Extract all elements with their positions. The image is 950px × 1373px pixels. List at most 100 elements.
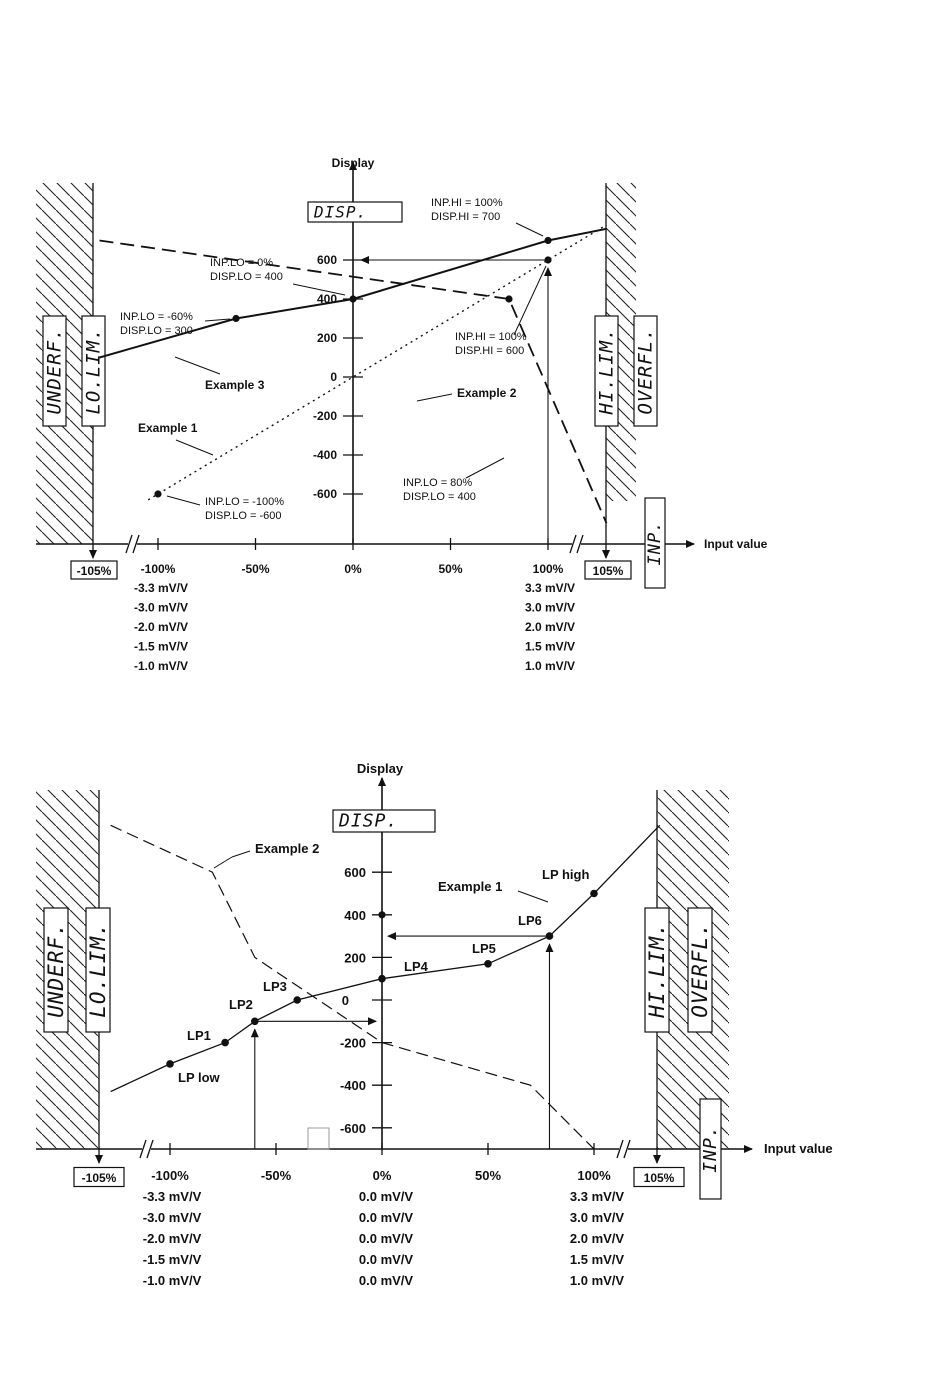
lcd-hilim: HI.LIM. [645,922,669,1019]
series-1-leader [517,890,549,903]
y-axis-title: Display [332,156,375,170]
lp-label-7: LP high [542,867,589,882]
series-3-leader [174,356,221,375]
annotation: INP.LO = 0% [210,257,273,269]
data-point [544,236,552,245]
x-limit-left-label-box [73,1166,125,1188]
y-tick-label: 0 [342,993,349,1008]
lcd-disp: DISP. [313,203,367,222]
lp-label-4: LP4 [404,959,429,974]
annotation: INP.HI = 100% [431,197,503,209]
x-tick-label: 50% [438,562,462,576]
annotation-leader [292,283,346,296]
x-axis-title: Input value [764,1141,833,1156]
y-tick-label: -200 [313,409,337,423]
x-axis-title: Input value [704,537,768,551]
sensor-row-left: -3.0 mV/V [143,1210,202,1225]
lcd-underf: UNDERF. [44,327,66,414]
sensor-row-right: 3.3 mV/V [525,581,575,595]
lcd-hilim: HI.LIM. [596,327,618,415]
series-2-leader-b [213,856,233,869]
x-limit-left-label-box [70,560,118,580]
sensor-row-right: 1.5 mV/V [570,1252,625,1267]
x-limit-right-label-box [633,1166,685,1188]
axis-break-right-b [623,1139,631,1159]
series-2-leader [416,393,453,402]
annotation: INP.HI = 100% [455,331,527,343]
annotation: DISP.HI = 700 [431,211,500,223]
series-2-name: Example 2 [457,386,517,400]
series-1-name: Example 1 [438,879,502,894]
axis-break-left-a [125,534,133,554]
y-tick-label: -600 [313,487,337,501]
x-limit-left-label: -105% [77,564,112,578]
annotation-leader [515,222,544,237]
lp-point [378,974,386,983]
series-2-line [110,824,595,1150]
series-1-name: Example 1 [138,421,198,435]
y-tick-label: 0 [330,370,337,384]
y-tick-label: -600 [340,1121,366,1136]
sensor-row-right: 1.0 mV/V [570,1273,625,1288]
data-point [232,314,240,323]
lcd-inp-box [644,497,666,589]
y-tick-label: 200 [344,950,366,965]
sensor-row-right: 1.0 mV/V [525,659,575,673]
lcd-inp-box [699,1098,722,1200]
axis-break-left-gap [142,1139,151,1159]
lcd-lolim: LO.LIM. [83,327,105,414]
sensor-row-mid: 0.0 mV/V [359,1231,414,1246]
annotation-leader [465,457,505,479]
annotation-leader [204,318,231,322]
axis-break-left-gap [128,534,137,554]
x-tick-label: -50% [241,562,269,576]
annotation-leader [513,265,547,336]
series-2-line [99,239,608,524]
lp-point [221,1038,229,1047]
lcd-lolim-box [81,315,106,427]
lp-label-0: LP low [178,1070,221,1085]
annotation: INP.LO = -100% [205,496,284,508]
lcd-underf: UNDERF. [44,922,68,1018]
sensor-row-right: 2.0 mV/V [525,620,575,634]
lcd-overfl-box [687,907,713,1033]
x-limit-right-label-box [584,560,632,580]
x-tick-label: 50% [475,1168,501,1183]
axis-break-right-b [576,534,584,554]
sensor-row-mid: 0.0 mV/V [359,1252,414,1267]
axis-break-right-gap [572,534,581,554]
lcd-lolim-box [85,907,111,1033]
y-tick-label: 200 [317,331,337,345]
annotation: DISP.LO = 400 [210,271,283,283]
x-limit-left-label: -105% [82,1171,117,1185]
lp-label-2: LP2 [229,997,253,1012]
lp-point [166,1060,174,1068]
sensor-row-mid: 0.0 mV/V [359,1273,414,1288]
x-limit-right-label: 105% [593,564,624,578]
lcd-overfl: OVERFL. [688,922,712,1018]
x-tick-label: 0% [373,1168,392,1183]
y-axis-title: Display [357,761,404,776]
sensor-row-left: -2.0 mV/V [134,620,188,634]
lcd-disp-box [307,201,403,223]
sensor-row-right: 3.0 mV/V [525,601,575,615]
sensor-row-right: 1.5 mV/V [525,640,575,654]
series-2-leader [231,850,251,858]
sensor-row-left: -1.5 mV/V [143,1252,202,1267]
lp-point [293,996,302,1004]
axis-break-right-a [569,534,577,554]
y-tick-label: 600 [344,865,366,880]
lcd-underf-box [42,315,67,427]
sensor-row-right: 2.0 mV/V [570,1231,625,1246]
axis-break-right-gap [619,1139,628,1159]
axis-break-left-a [139,1139,147,1159]
x-tick-label: -100% [151,1168,189,1183]
series-2-name: Example 2 [255,841,319,856]
series-1-line [110,824,661,1093]
lcd-inp: INP. [700,1125,721,1172]
sensor-row-left: -3.0 mV/V [134,601,188,615]
y-tick-label: -400 [313,448,337,462]
sensor-row-left: -2.0 mV/V [143,1231,202,1246]
lp-label-1: LP1 [187,1028,211,1043]
